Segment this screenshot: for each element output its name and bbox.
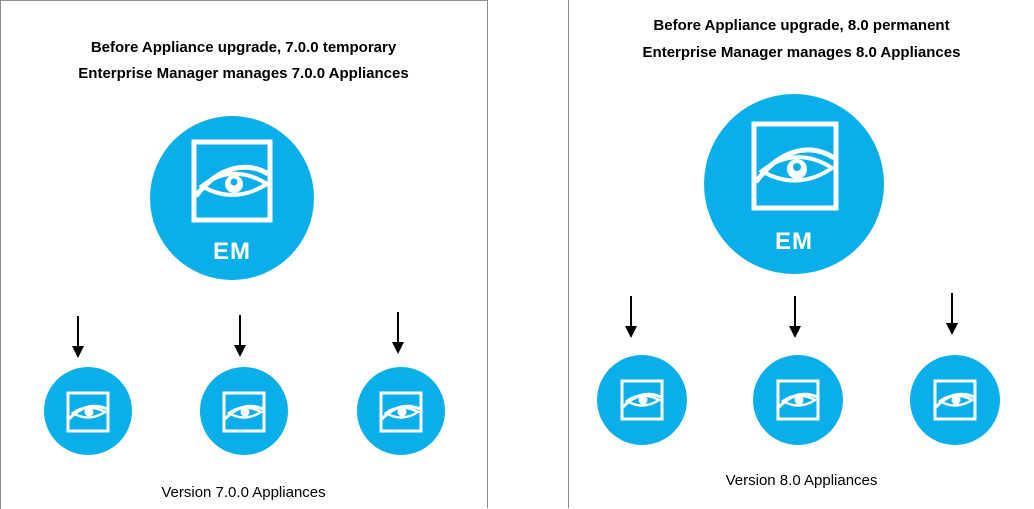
appliance-node xyxy=(200,367,288,455)
arrow-down-icon xyxy=(392,312,404,354)
arrow-down-icon xyxy=(234,315,246,357)
eye-in-frame-icon xyxy=(620,379,664,421)
arrow-down-icon xyxy=(72,316,84,358)
appliance-node xyxy=(357,367,445,455)
right-footer-label: Version 8.0 Appliances xyxy=(725,472,878,489)
eye-in-frame-icon xyxy=(379,391,423,433)
arrow-down-icon xyxy=(946,293,958,335)
left-panel: Before Appliance upgrade, 7.0.0 temporar… xyxy=(0,0,488,509)
eye-in-frame-icon xyxy=(66,391,110,433)
left-title-line-2: Enterprise Manager manages 7.0.0 Applian… xyxy=(78,65,409,82)
enterprise-manager-node: EM xyxy=(150,116,314,280)
arrow-down-icon xyxy=(789,296,801,338)
appliance-node xyxy=(910,355,1000,445)
eye-in-frame-icon xyxy=(751,121,839,211)
appliance-node xyxy=(597,355,687,445)
em-label: EM xyxy=(213,238,251,265)
appliance-node xyxy=(44,367,132,455)
eye-in-frame-icon xyxy=(222,391,266,433)
eye-in-frame-icon xyxy=(776,379,820,421)
right-title-line-1: Before Appliance upgrade, 8.0 permanent xyxy=(653,17,950,34)
appliance-node xyxy=(753,355,843,445)
em-label: EM xyxy=(775,228,813,255)
left-footer-label: Version 7.0.0 Appliances xyxy=(161,484,326,501)
eye-in-frame-icon xyxy=(933,379,977,421)
right-panel: Before Appliance upgrade, 8.0 permanent … xyxy=(568,0,1034,508)
left-title-line-1: Before Appliance upgrade, 7.0.0 temporar… xyxy=(90,39,397,56)
eye-in-frame-icon xyxy=(191,139,273,223)
arrow-down-icon xyxy=(625,296,637,338)
right-title-line-2: Enterprise Manager manages 8.0 Appliance… xyxy=(642,44,961,61)
enterprise-manager-node: EM xyxy=(704,94,884,274)
